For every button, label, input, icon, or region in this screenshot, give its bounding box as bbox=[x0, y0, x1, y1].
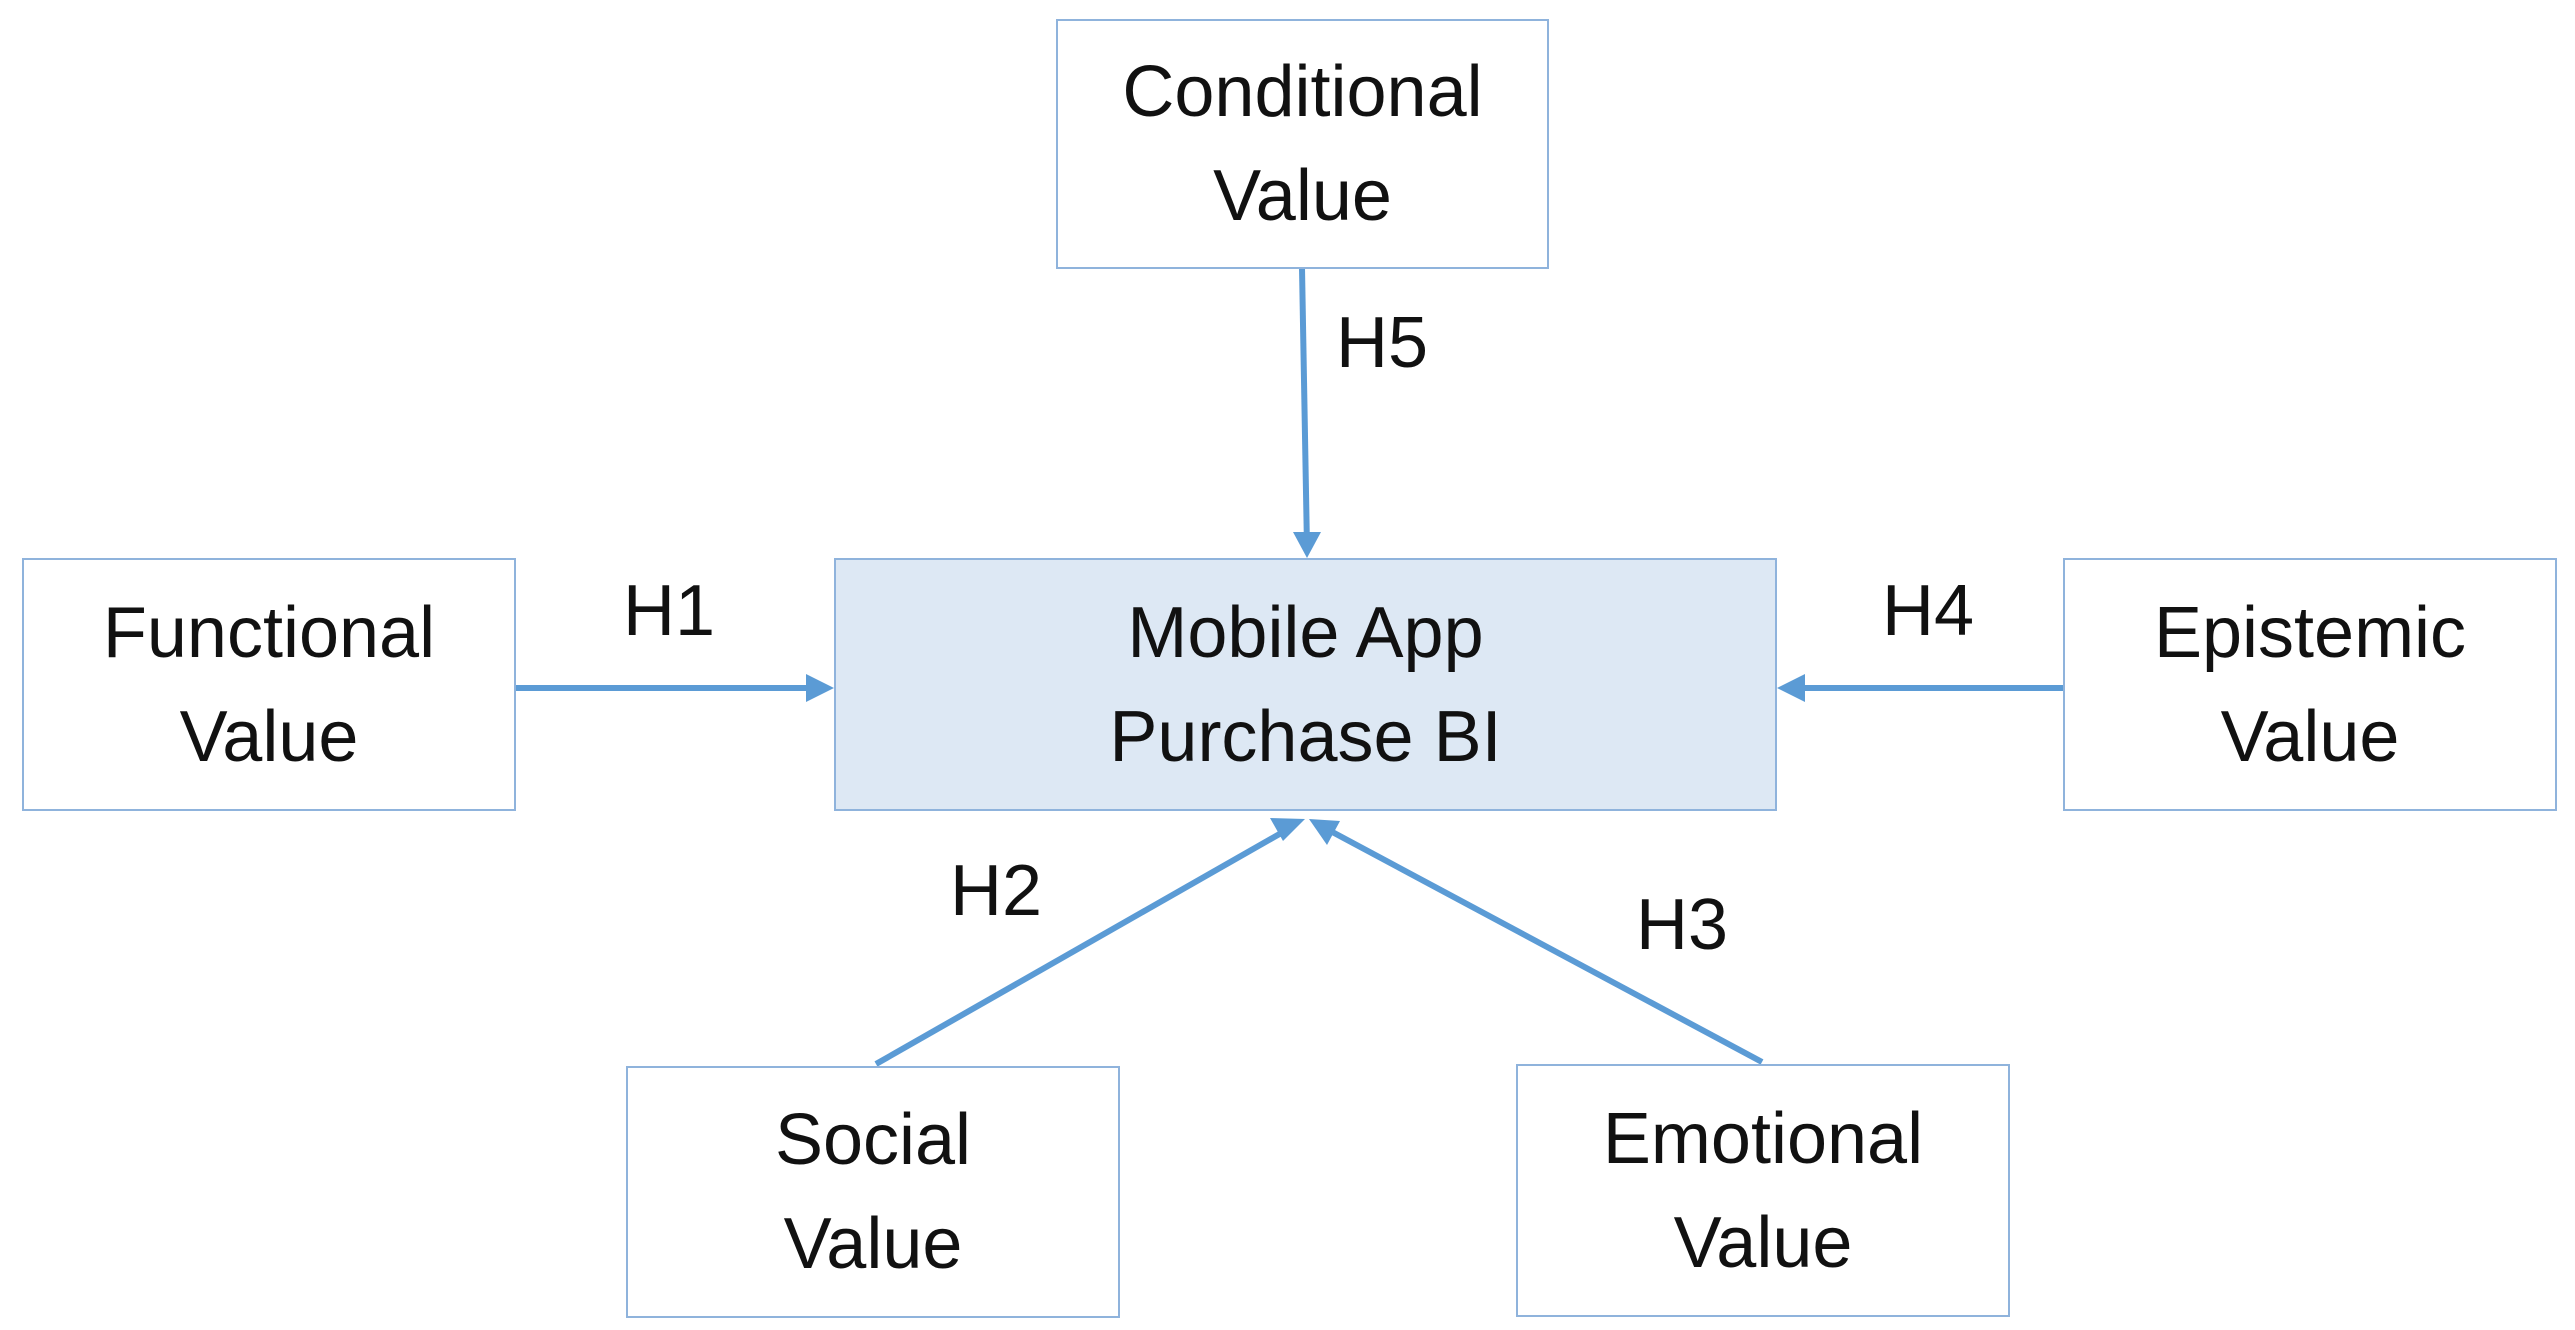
center-node-line2: Purchase BI bbox=[1109, 696, 1502, 777]
arrowhead-h4 bbox=[1777, 674, 1805, 702]
node-emotional-line1: Emotional bbox=[1602, 1098, 1924, 1179]
arrow-h3 bbox=[1321, 824, 1764, 1065]
node-conditional-line1: Conditional bbox=[1122, 52, 1483, 132]
arrowhead-h2 bbox=[1270, 818, 1305, 841]
node-social-line1: Social bbox=[774, 1100, 972, 1180]
node-emotional-line2: Value bbox=[1673, 1202, 1853, 1283]
hypothesis-label-h2: H2 bbox=[950, 851, 1043, 931]
node-functional-line1: Functional bbox=[102, 592, 436, 673]
arrow-h5 bbox=[1299, 267, 1312, 549]
node-functional-value: Functional Value bbox=[22, 558, 516, 811]
arrowhead-h3 bbox=[1309, 819, 1340, 845]
node-social-line2: Value bbox=[783, 1204, 963, 1284]
hypothesis-label-h5: H5 bbox=[1336, 303, 1429, 383]
arrow-h2 bbox=[874, 825, 1292, 1067]
center-node-line1: Mobile App bbox=[1127, 592, 1484, 673]
hypothesis-label-h4: H4 bbox=[1882, 571, 1975, 651]
center-node-mobile-app-purchase-bi: Mobile App Purchase BI bbox=[834, 558, 1777, 811]
hypothesis-label-h1: H1 bbox=[623, 571, 716, 651]
node-epistemic-value: Epistemic Value bbox=[2063, 558, 2557, 811]
node-conditional-line2: Value bbox=[1213, 156, 1392, 236]
node-epistemic-line2: Value bbox=[2220, 696, 2400, 777]
hypothesis-label-h3: H3 bbox=[1636, 885, 1729, 965]
node-emotional-value: Emotional Value bbox=[1516, 1064, 2010, 1317]
node-conditional-value: Conditional Value bbox=[1056, 19, 1549, 269]
node-social-value: Social Value bbox=[626, 1066, 1120, 1318]
node-functional-line2: Value bbox=[179, 696, 359, 777]
arrowhead-h5 bbox=[1293, 532, 1321, 558]
node-epistemic-line1: Epistemic bbox=[2153, 592, 2467, 673]
arrowhead-h1 bbox=[806, 674, 834, 702]
